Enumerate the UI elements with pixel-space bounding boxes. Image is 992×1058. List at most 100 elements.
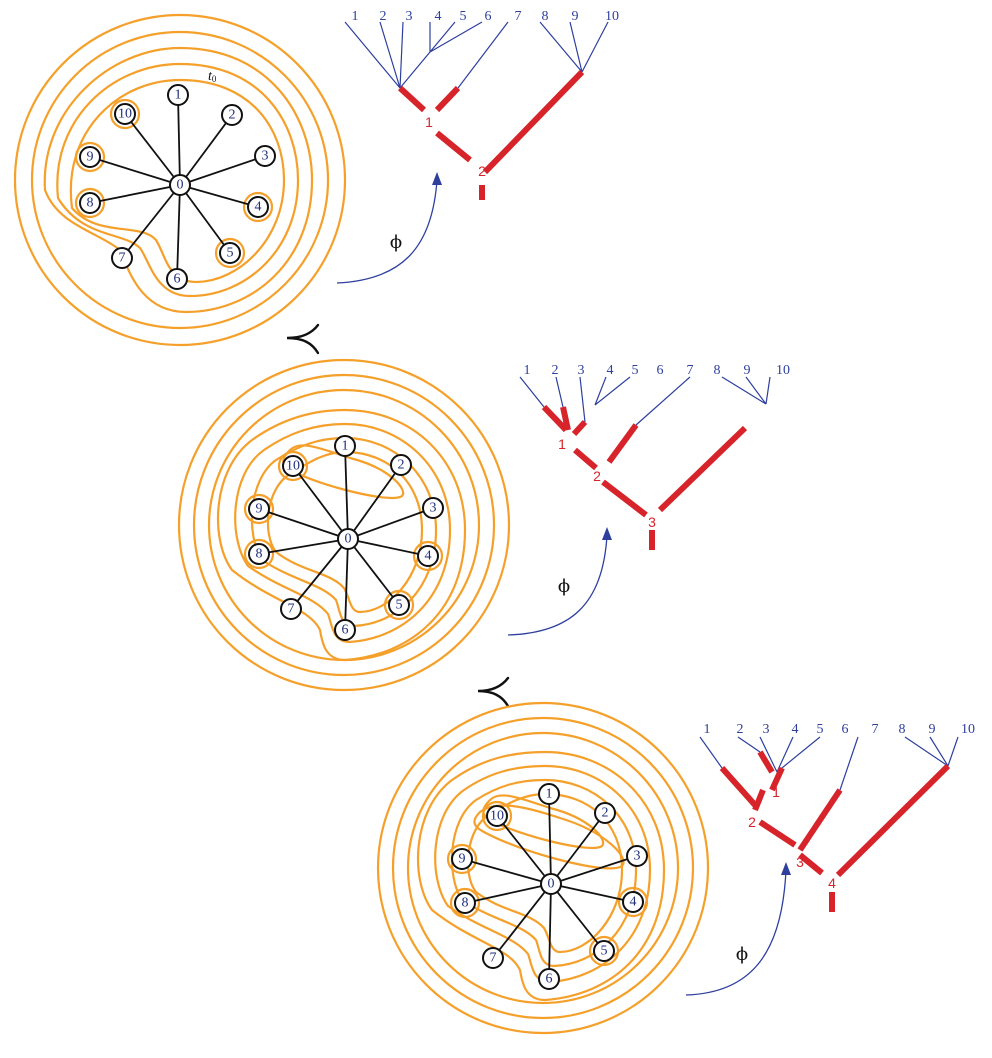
panel-1-node-6: 6 xyxy=(166,268,188,290)
panel-2-leaf-6: 6 xyxy=(657,363,664,378)
panel-1-leaf-4: 4 xyxy=(435,9,442,24)
panel-3-internal-4: 4 xyxy=(828,875,836,891)
panel-3-phi: ϕ xyxy=(736,944,748,965)
panel-3-curves xyxy=(376,701,710,1035)
panel-1-tree: 1 2 3 4 5 6 7 8 9 10 1 2 xyxy=(344,9,619,200)
svg-text:2: 2 xyxy=(602,806,609,821)
svg-text:5: 5 xyxy=(601,944,608,959)
panel-2-internal-2: 2 xyxy=(593,468,601,484)
panel-2-node-3: 3 xyxy=(422,497,444,519)
panel-2: 0 1 2 3 4 5 6 7 8 9 10 1 2 3 4 5 6 7 8 9… xyxy=(177,358,790,692)
panel-2-node-2: 2 xyxy=(390,454,412,476)
panel-3-leaf-8: 8 xyxy=(899,722,906,737)
panel-1-node-10: 10 xyxy=(114,103,136,125)
panel-1-node-center: 0 xyxy=(169,174,191,196)
panel-1-internal-2: 2 xyxy=(478,163,486,179)
panel-3-leaf-7: 7 xyxy=(872,722,879,737)
panel-1-node-2: 2 xyxy=(221,104,243,126)
panel-1-leaf-9: 9 xyxy=(572,9,579,24)
panel-1-leaf-2: 2 xyxy=(380,9,387,24)
svg-text:8: 8 xyxy=(87,196,94,211)
panel-3-node-6: 6 xyxy=(538,968,560,990)
panel-2-graph: 0 1 2 3 4 5 6 7 8 9 10 xyxy=(248,435,444,641)
panel-3-leaf-3: 3 xyxy=(763,722,770,737)
panel-3-map-arrow: ϕ xyxy=(685,862,791,996)
panel-3-node-8: 8 xyxy=(454,892,476,914)
panel-2-leaf-4: 4 xyxy=(607,363,614,378)
panel-2-leaf-2: 2 xyxy=(552,363,559,378)
panel-3: 0 1 2 3 4 5 6 7 8 9 10 1 2 3 4 5 6 7 8 9… xyxy=(376,701,975,1035)
svg-text:3: 3 xyxy=(262,149,269,164)
svg-text:1: 1 xyxy=(342,439,349,454)
panel-2-map-arrow: ϕ xyxy=(507,527,612,636)
svg-text:4: 4 xyxy=(630,895,637,910)
panel-3-node-2: 2 xyxy=(594,802,616,824)
panel-1-leaf-8: 8 xyxy=(542,9,549,24)
panel-3-node-center: 0 xyxy=(540,873,562,895)
panel-1: 0 1 2 3 4 5 6 7 8 9 10 t0 1 2 3 4 5 6 7 … xyxy=(13,9,619,347)
svg-text:10: 10 xyxy=(118,107,132,122)
panel-2-node-10: 10 xyxy=(282,455,304,477)
svg-text:1: 1 xyxy=(175,88,182,103)
panel-2-leaf-1: 1 xyxy=(524,363,531,378)
panel-3-node-5: 5 xyxy=(593,940,615,962)
svg-text:0: 0 xyxy=(345,532,352,547)
panel-2-node-8: 8 xyxy=(248,543,270,565)
panel-3-tree: 1 2 3 4 5 6 7 8 9 10 1 2 3 4 xyxy=(699,722,975,912)
panel-3-node-10: 10 xyxy=(486,805,508,827)
panel-1-node-9: 9 xyxy=(79,146,101,168)
panel-2-leaf-7: 7 xyxy=(687,363,694,378)
panel-2-node-center: 0 xyxy=(337,528,359,550)
panel-3-internal-3: 3 xyxy=(796,854,804,870)
panel-1-leaf-5: 5 xyxy=(460,9,467,24)
panel-1-map-arrow: ϕ xyxy=(336,172,442,284)
panel-1-leaf-7: 7 xyxy=(515,9,522,24)
panel-3-node-3: 3 xyxy=(626,845,648,867)
svg-text:3: 3 xyxy=(430,501,437,516)
panel-3-leaf-5: 5 xyxy=(817,722,824,737)
svg-text:8: 8 xyxy=(256,547,263,562)
panel-2-leaf-10: 10 xyxy=(776,363,790,378)
panel-2-node-6: 6 xyxy=(334,619,356,641)
panel-1-leaf-6: 6 xyxy=(485,9,492,24)
panel-2-internal-3: 3 xyxy=(648,514,656,530)
panel-3-node-4: 4 xyxy=(622,891,644,913)
svg-text:9: 9 xyxy=(256,502,263,517)
panel-2-node-7: 7 xyxy=(280,598,302,620)
svg-text:0: 0 xyxy=(177,178,184,193)
svg-text:0: 0 xyxy=(548,877,555,892)
svg-text:8: 8 xyxy=(462,896,469,911)
panel-2-node-9: 9 xyxy=(248,498,270,520)
panel-1-leaf-3: 3 xyxy=(406,9,413,24)
svg-text:9: 9 xyxy=(459,852,466,867)
panel-2-tree: 1 2 3 4 5 6 7 8 9 10 1 2 3 xyxy=(519,363,790,550)
svg-text:3: 3 xyxy=(634,849,641,864)
svg-text:7: 7 xyxy=(490,951,497,966)
panel-1-node-7: 7 xyxy=(111,247,133,269)
svg-text:4: 4 xyxy=(425,549,432,564)
svg-text:1: 1 xyxy=(546,787,553,802)
succ-symbol-2 xyxy=(477,676,510,708)
panel-2-node-1: 1 xyxy=(334,435,356,457)
svg-text:2: 2 xyxy=(398,458,405,473)
panel-1-leaf-10: 10 xyxy=(605,9,619,24)
panel-3-node-9: 9 xyxy=(451,848,473,870)
panel-2-curves xyxy=(177,358,511,692)
panel-2-leaf-3: 3 xyxy=(578,363,585,378)
panel-3-leaf-1: 1 xyxy=(704,722,711,737)
svg-text:7: 7 xyxy=(288,602,295,617)
svg-text:5: 5 xyxy=(227,246,234,261)
panel-3-graph: 0 1 2 3 4 5 6 7 8 9 10 xyxy=(451,783,648,990)
panel-1-node-8: 8 xyxy=(79,192,101,214)
start-time-label: t0 xyxy=(208,69,217,84)
panel-1-node-1: 1 xyxy=(167,84,189,106)
svg-text:10: 10 xyxy=(490,809,504,824)
svg-text:6: 6 xyxy=(342,623,349,638)
panel-3-leaf-10: 10 xyxy=(961,722,975,737)
panel-3-internal-1: 1 xyxy=(772,784,780,800)
svg-text:5: 5 xyxy=(396,598,403,613)
panel-3-leaf-9: 9 xyxy=(929,722,936,737)
panel-3-internal-2: 2 xyxy=(748,814,756,830)
